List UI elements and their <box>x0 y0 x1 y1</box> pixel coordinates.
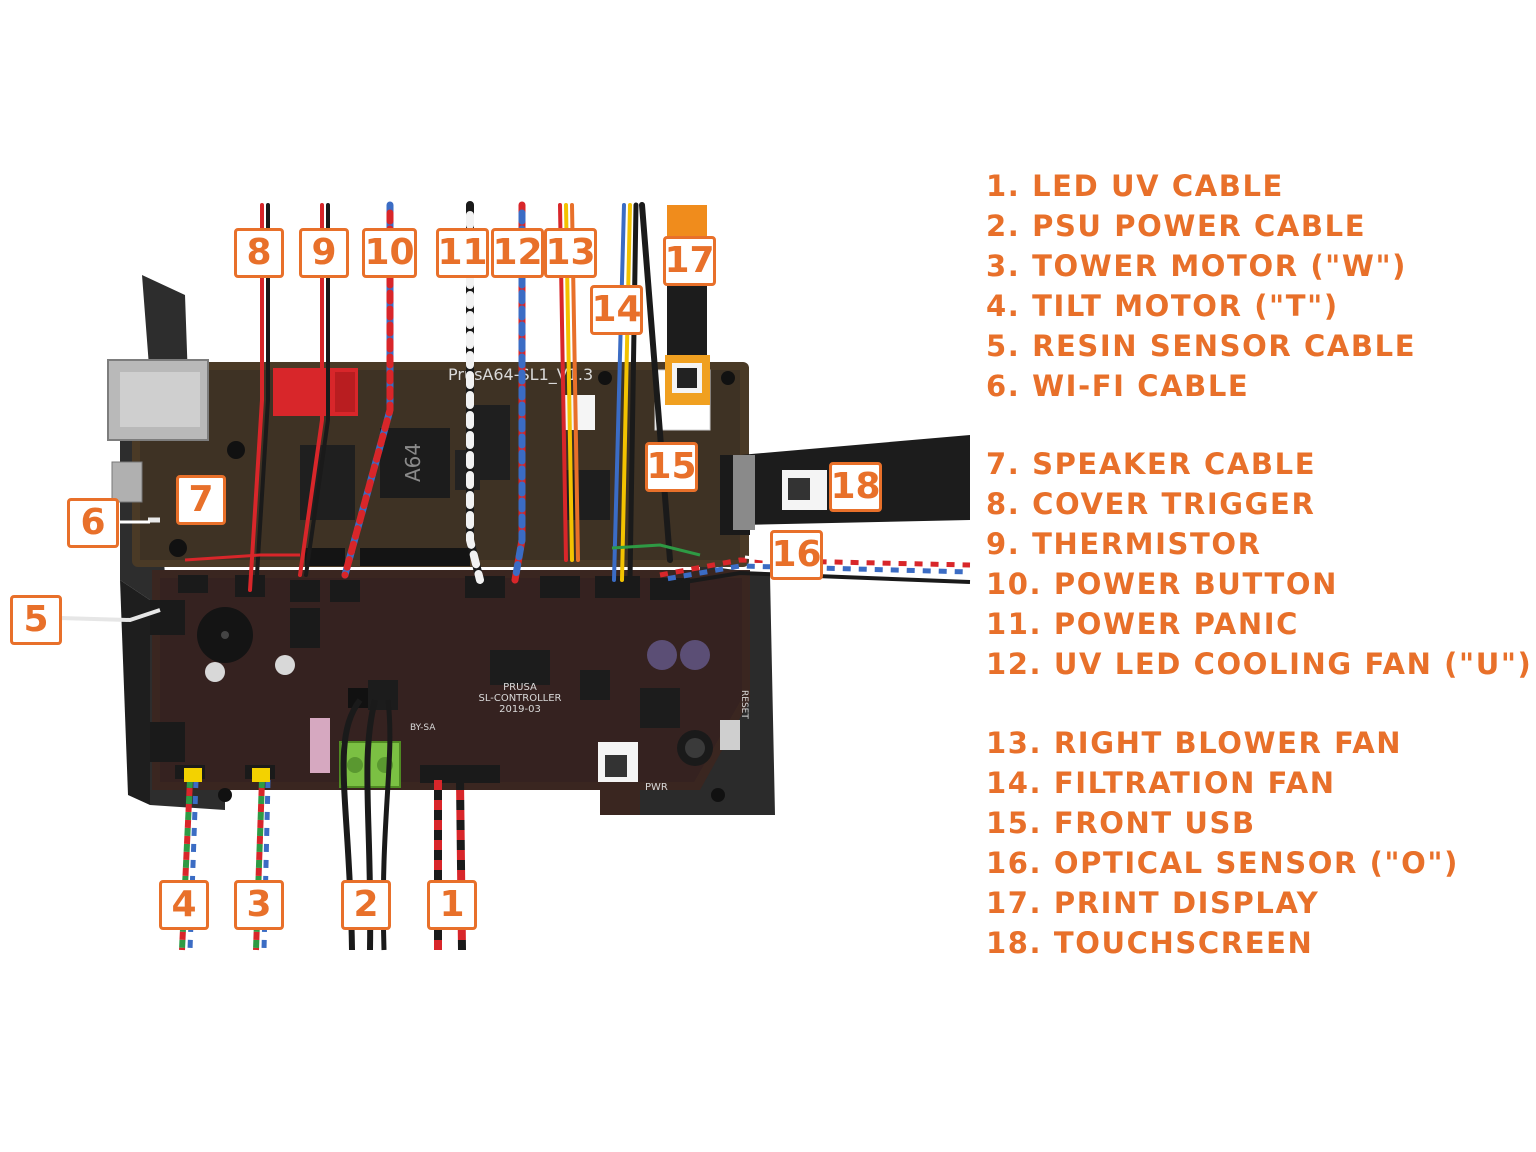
callout-2: 2 <box>341 880 391 930</box>
legend-item: 18. TOUCHSCREEN <box>986 926 1314 960</box>
legend-group-1: 1. LED UV CABLE 2. PSU POWER CABLE 3. TO… <box>986 166 1416 406</box>
legend-item: 14. FILTRATION FAN <box>986 766 1336 800</box>
a64-board: A64 PrusA64-SL1_V1.3 <box>107 359 750 567</box>
legend-item: 7. SPEAKER CABLE <box>986 447 1317 481</box>
legend-item: 13. RIGHT BLOWER FAN <box>986 726 1403 760</box>
legend-item: 16. OPTICAL SENSOR ("O") <box>986 846 1459 880</box>
callout-7: 7 <box>176 475 226 525</box>
legend-item: 9. THERMISTOR <box>986 527 1262 561</box>
legend-item: 5. RESIN SENSOR CABLE <box>986 329 1417 363</box>
callout-12: 12 <box>491 228 544 278</box>
legend-item: 8. COVER TRIGGER <box>986 487 1316 521</box>
legend-item: 15. FRONT USB <box>986 806 1256 840</box>
callout-13: 13 <box>544 228 597 278</box>
reset-label: RESET <box>739 690 749 719</box>
callout-3: 3 <box>234 880 284 930</box>
callout-16: 16 <box>770 530 823 580</box>
legend-group-2: 7. SPEAKER CABLE 8. COVER TRIGGER 9. THE… <box>986 444 1532 684</box>
callout-6: 6 <box>67 498 119 548</box>
print-display-ribbon <box>665 205 710 405</box>
callout-17: 17 <box>663 236 716 286</box>
legend-item: 12. UV LED COOLING FAN ("U") <box>986 647 1533 681</box>
callout-9: 9 <box>299 228 349 278</box>
optical-sensor-cable <box>611 543 971 588</box>
legend-item: 3. TOWER MOTOR ("W") <box>986 249 1408 283</box>
legend-item: 11. POWER PANIC <box>986 607 1299 641</box>
legend-item: 17. PRINT DISPLAY <box>986 886 1320 920</box>
legend-item: 2. PSU POWER CABLE <box>986 209 1367 243</box>
cpu-label: A64 <box>401 443 425 482</box>
ccby-label: BY-SA <box>410 723 436 733</box>
leader-lines <box>118 520 771 562</box>
pwr-label: PWR <box>645 782 668 793</box>
callout-15: 15 <box>645 442 698 492</box>
legend-item: 4. TILT MOTOR ("T") <box>986 289 1339 323</box>
legend-item: 1. LED UV CABLE <box>986 169 1284 203</box>
callout-8: 8 <box>234 228 284 278</box>
callout-18: 18 <box>829 462 882 512</box>
callout-14: 14 <box>590 285 643 335</box>
legend-item: 10. POWER BUTTON <box>986 567 1339 601</box>
callout-4: 4 <box>159 880 209 930</box>
callout-5: 5 <box>10 595 62 645</box>
callout-11: 11 <box>436 228 489 278</box>
legend-group-3: 13. RIGHT BLOWER FAN 14. FILTRATION FAN … <box>986 723 1459 963</box>
callout-10: 10 <box>362 228 417 278</box>
legend-item: 6. WI-FI CABLE <box>986 369 1250 403</box>
callout-1: 1 <box>427 880 477 930</box>
